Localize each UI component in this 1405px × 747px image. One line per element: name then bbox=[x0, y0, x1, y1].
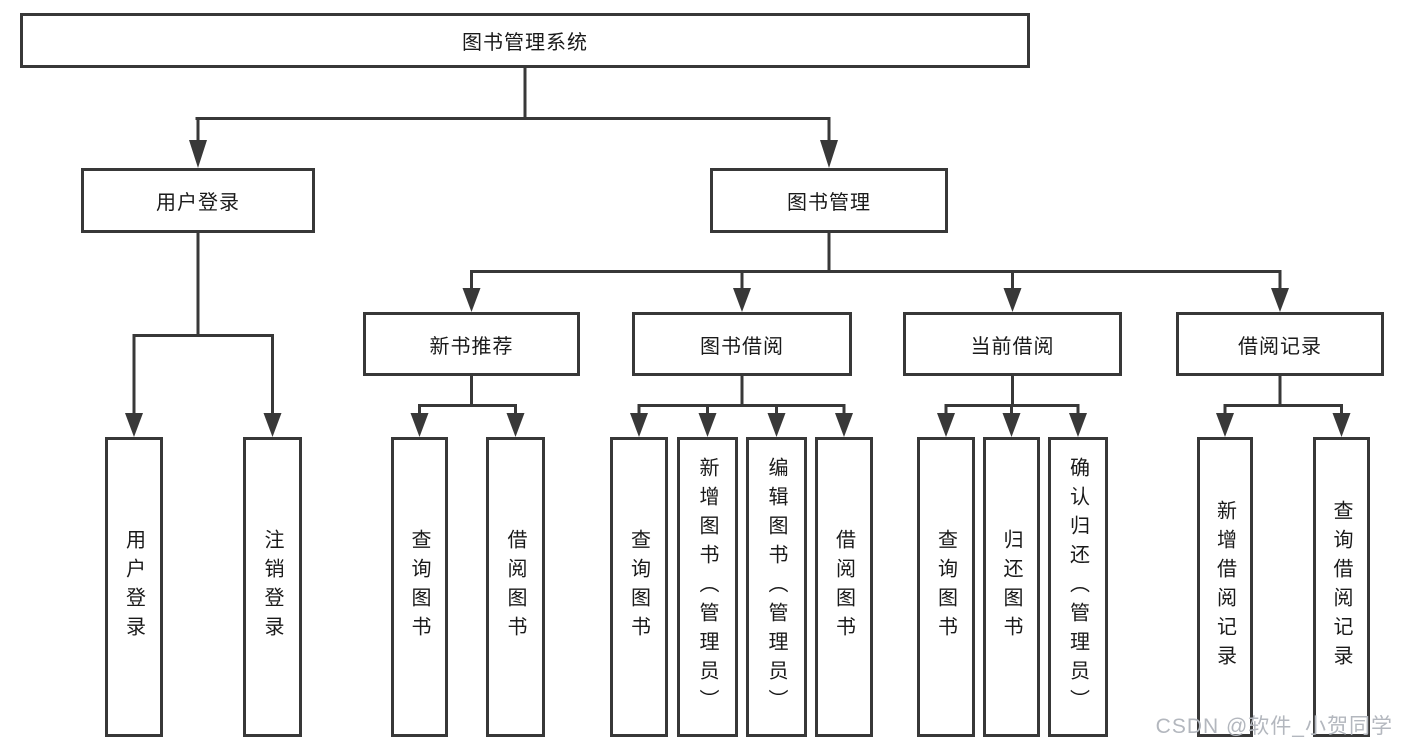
leaf-add-book-admin: 新增图书（管理员） bbox=[677, 437, 738, 737]
edge-new-book-to-children bbox=[418, 376, 517, 414]
leaf-query-books-current: 查询图书 bbox=[917, 437, 975, 737]
leaf-edit-book-admin: 编辑图书（管理员） bbox=[746, 437, 807, 737]
node-current-borrow: 当前借阅 bbox=[903, 312, 1122, 376]
leaf-borrow-books-recommend: 借阅图书 bbox=[486, 437, 545, 737]
leaf-query-books-recommend: 查询图书 bbox=[391, 437, 448, 737]
node-root-system: 图书管理系统 bbox=[20, 13, 1030, 68]
edge-current-borrow-to-children bbox=[944, 376, 1080, 414]
leaf-confirm-return-admin: 确认归还（管理员） bbox=[1048, 437, 1108, 737]
leaf-user-login: 用户登录 bbox=[105, 437, 163, 737]
node-borrow-records: 借阅记录 bbox=[1176, 312, 1384, 376]
leaf-borrow-books: 借阅图书 bbox=[815, 437, 873, 737]
node-book-management: 图书管理 bbox=[710, 168, 948, 233]
edge-root-to-level2 bbox=[195, 68, 831, 141]
arrowheads bbox=[125, 140, 1351, 437]
edge-book-borrow-to-children bbox=[637, 376, 846, 414]
csdn-watermark: CSDN @软件_小贺同学 bbox=[1155, 715, 1393, 738]
node-user-login: 用户登录 bbox=[81, 168, 315, 233]
leaf-logout: 注销登录 bbox=[243, 437, 302, 737]
edge-borrow-records-to-children bbox=[1223, 376, 1343, 414]
leaf-add-borrow-record: 新增借阅记录 bbox=[1197, 437, 1253, 737]
edge-book-management-to-groups bbox=[470, 233, 1282, 289]
node-book-borrow: 图书借阅 bbox=[632, 312, 852, 376]
leaf-query-borrow-record: 查询借阅记录 bbox=[1313, 437, 1370, 737]
leaf-query-books-borrow: 查询图书 bbox=[610, 437, 668, 737]
edge-user-login-to-children bbox=[132, 232, 274, 414]
node-new-book-recommend: 新书推荐 bbox=[363, 312, 580, 376]
leaf-return-book: 归还图书 bbox=[983, 437, 1040, 737]
